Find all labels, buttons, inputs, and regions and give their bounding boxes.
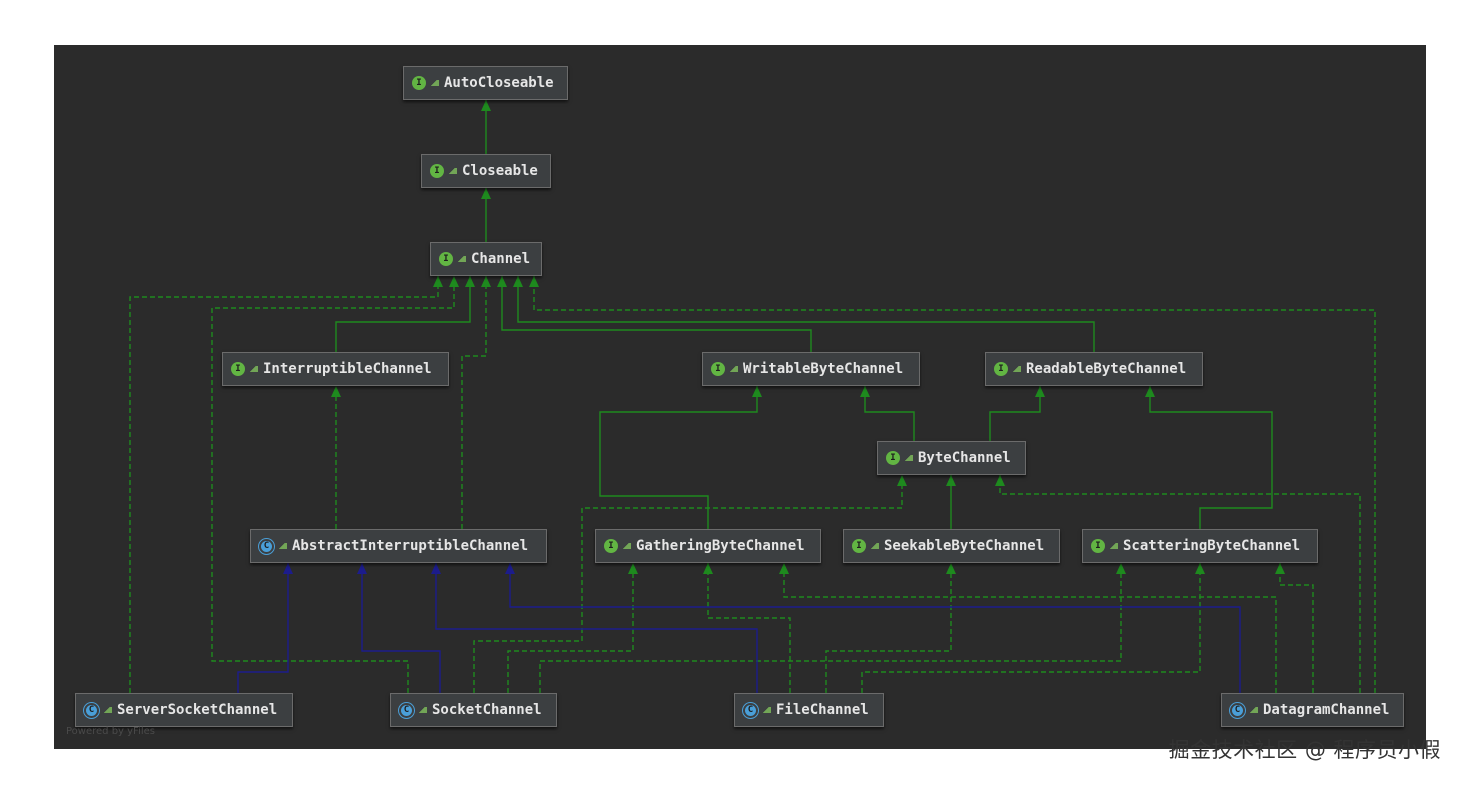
watermark-label: 掘金技术社区 @ 程序员小假: [1168, 738, 1441, 762]
node-closeable[interactable]: I Closeable: [421, 154, 551, 188]
abstract-class-icon: C: [1232, 704, 1243, 716]
node-byte-channel[interactable]: I ByteChannel: [877, 441, 1026, 475]
node-channel[interactable]: I Channel: [430, 242, 542, 276]
public-visibility-icon: [1013, 366, 1021, 372]
node-datagram-channel[interactable]: C DatagramChannel: [1221, 693, 1404, 727]
interface-icon: I: [231, 362, 245, 376]
interface-icon: I: [439, 252, 453, 266]
abstract-class-icon: C: [401, 704, 412, 716]
node-label: ReadableByteChannel: [1026, 361, 1187, 377]
node-label: GatheringByteChannel: [636, 538, 805, 554]
interface-icon: I: [886, 451, 900, 465]
public-visibility-icon: [871, 543, 879, 549]
interface-icon: I: [430, 164, 444, 178]
node-writable-byte-channel[interactable]: I WritableByteChannel: [702, 352, 920, 386]
node-label: FileChannel: [776, 702, 869, 718]
node-server-socket-channel[interactable]: C ServerSocketChannel: [75, 693, 293, 727]
node-label: SeekableByteChannel: [884, 538, 1045, 554]
public-visibility-icon: [763, 707, 771, 713]
node-scattering-byte-channel[interactable]: I ScatteringByteChannel: [1082, 529, 1318, 563]
node-label: DatagramChannel: [1263, 702, 1390, 718]
node-auto-closeable[interactable]: I AutoCloseable: [403, 66, 568, 100]
node-label: Closeable: [462, 163, 538, 179]
public-visibility-icon: [279, 543, 287, 549]
interface-icon: I: [711, 362, 725, 376]
node-readable-byte-channel[interactable]: I ReadableByteChannel: [985, 352, 1203, 386]
diagram-canvas: [54, 45, 1426, 749]
node-file-channel[interactable]: C FileChannel: [734, 693, 884, 727]
node-socket-channel[interactable]: C SocketChannel: [390, 693, 557, 727]
node-label: AbstractInterruptibleChannel: [292, 538, 529, 554]
node-label: ScatteringByteChannel: [1123, 538, 1301, 554]
public-visibility-icon: [730, 366, 738, 372]
interface-icon: I: [604, 539, 618, 553]
abstract-class-icon: C: [261, 540, 272, 552]
interface-icon: I: [412, 76, 426, 90]
public-visibility-icon: [250, 366, 258, 372]
abstract-class-icon: C: [745, 704, 756, 716]
public-visibility-icon: [104, 707, 112, 713]
abstract-class-icon: C: [86, 704, 97, 716]
interface-icon: I: [994, 362, 1008, 376]
interface-icon: I: [1091, 539, 1105, 553]
public-visibility-icon: [1250, 707, 1258, 713]
powered-by-label: Powered by yFiles: [66, 726, 155, 737]
public-visibility-icon: [1110, 543, 1118, 549]
public-visibility-icon: [458, 256, 466, 262]
public-visibility-icon: [431, 80, 439, 86]
public-visibility-icon: [419, 707, 427, 713]
node-label: SocketChannel: [432, 702, 542, 718]
public-visibility-icon: [623, 543, 631, 549]
node-abstract-interruptible-channel[interactable]: C AbstractInterruptibleChannel: [250, 529, 547, 563]
node-label: AutoCloseable: [444, 75, 554, 91]
node-label: WritableByteChannel: [743, 361, 904, 377]
interface-icon: I: [852, 539, 866, 553]
public-visibility-icon: [449, 168, 457, 174]
node-label: ByteChannel: [918, 450, 1011, 466]
public-visibility-icon: [905, 455, 913, 461]
node-seekable-byte-channel[interactable]: I SeekableByteChannel: [843, 529, 1060, 563]
node-label: ServerSocketChannel: [117, 702, 278, 718]
node-label: InterruptibleChannel: [263, 361, 432, 377]
node-label: Channel: [471, 251, 531, 267]
node-gathering-byte-channel[interactable]: I GatheringByteChannel: [595, 529, 821, 563]
node-interruptible-channel[interactable]: I InterruptibleChannel: [222, 352, 449, 386]
